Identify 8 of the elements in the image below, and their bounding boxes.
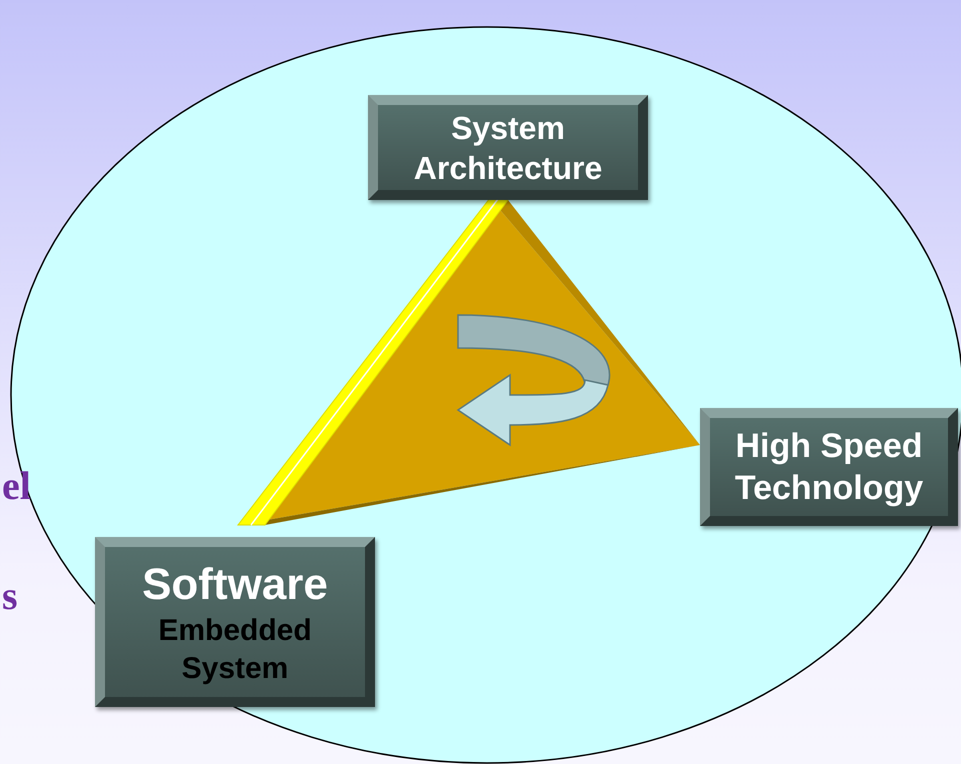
label-box: [700, 408, 958, 526]
heading: Software: [142, 559, 328, 611]
text-fragment: s: [2, 572, 18, 619]
box-label: System Architecture: [412, 108, 604, 188]
label-box: [368, 95, 648, 200]
subheading: Embedded System: [157, 613, 313, 686]
label-box: [95, 537, 375, 707]
box-label: High Speed Technology: [734, 426, 924, 509]
